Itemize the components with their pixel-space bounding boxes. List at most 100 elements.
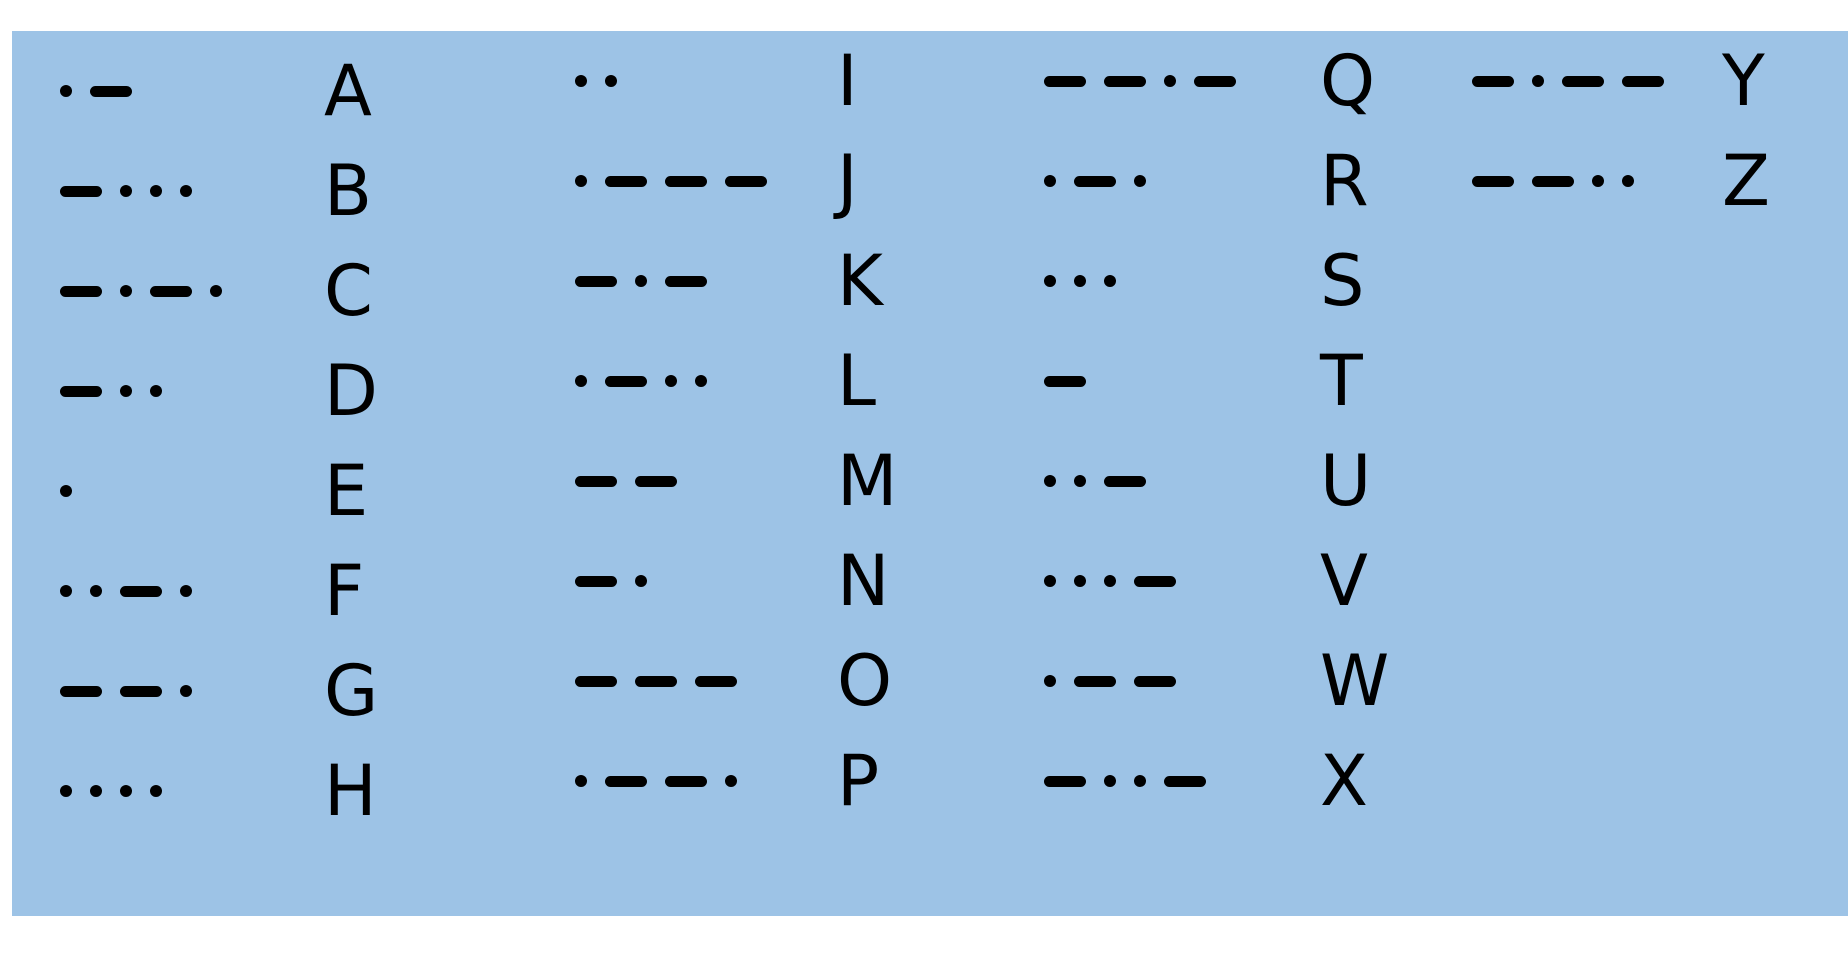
morse-dot (575, 75, 587, 87)
morse-dot (120, 785, 132, 797)
morse-dot (180, 685, 192, 697)
morse-dot (60, 585, 72, 597)
morse-entry-p: P (575, 731, 1035, 831)
morse-dot (605, 75, 617, 87)
morse-code-v (1044, 531, 1194, 631)
morse-dot (60, 785, 72, 797)
morse-entry-x: X (1044, 731, 1504, 831)
morse-entry-g: G (60, 641, 520, 741)
morse-code-y (1472, 31, 1682, 131)
morse-dot (1044, 275, 1056, 287)
morse-letter-x: X (1320, 740, 1368, 822)
morse-dot (635, 275, 647, 287)
morse-letter-o: O (837, 640, 893, 722)
morse-letter-l: L (837, 340, 876, 422)
morse-dash (90, 85, 132, 97)
morse-dot (635, 575, 647, 587)
morse-dot (1044, 175, 1056, 187)
morse-dot (90, 585, 102, 597)
morse-code-b (60, 141, 210, 241)
morse-letter-j: J (837, 140, 858, 222)
morse-entry-w: W (1044, 631, 1504, 731)
morse-dot (1074, 575, 1086, 587)
morse-entry-h: H (60, 741, 520, 841)
morse-letter-p: P (837, 740, 880, 822)
morse-dash (635, 475, 677, 487)
morse-letter-y: Y (1722, 40, 1765, 122)
morse-code-x (1044, 731, 1224, 831)
morse-code-o (575, 631, 755, 731)
morse-dot (1074, 475, 1086, 487)
morse-dot (575, 375, 587, 387)
morse-entry-a: A (60, 41, 520, 141)
morse-dash (1164, 775, 1206, 787)
morse-code-e (60, 441, 90, 541)
morse-letter-v: V (1320, 540, 1368, 622)
morse-code-n (575, 531, 665, 631)
morse-dot (695, 375, 707, 387)
morse-dot (150, 385, 162, 397)
morse-entry-d: D (60, 341, 520, 441)
morse-letter-s: S (1320, 240, 1365, 322)
morse-entry-j: J (575, 131, 1035, 231)
morse-dash (635, 675, 677, 687)
morse-dot (1592, 175, 1604, 187)
morse-dot (665, 375, 677, 387)
morse-letter-z: Z (1722, 140, 1770, 222)
morse-entry-r: R (1044, 131, 1504, 231)
morse-dash (1104, 75, 1146, 87)
morse-letter-r: R (1320, 140, 1369, 222)
morse-dash (1194, 75, 1236, 87)
morse-dot (1134, 775, 1146, 787)
morse-letter-q: Q (1320, 40, 1376, 122)
morse-dash (1532, 175, 1574, 187)
morse-letter-c: C (324, 250, 373, 332)
morse-entry-s: S (1044, 231, 1504, 331)
morse-dash (665, 275, 707, 287)
morse-dot (210, 285, 222, 297)
morse-dash (1622, 75, 1664, 87)
morse-entry-e: E (60, 441, 520, 541)
morse-entry-c: C (60, 241, 520, 341)
morse-dot (120, 185, 132, 197)
morse-dot (1104, 575, 1116, 587)
morse-dash (1044, 75, 1086, 87)
morse-dash (1134, 675, 1176, 687)
morse-dot (725, 775, 737, 787)
morse-dash (1562, 75, 1604, 87)
morse-dash (1104, 475, 1146, 487)
morse-letter-b: B (324, 150, 373, 232)
morse-letter-k: K (837, 240, 883, 322)
morse-code-i (575, 31, 635, 131)
morse-dash (1472, 175, 1514, 187)
morse-code-h (60, 741, 180, 841)
morse-dash (150, 285, 192, 297)
morse-dot (1044, 675, 1056, 687)
morse-code-q (1044, 31, 1254, 131)
morse-dash (605, 775, 647, 787)
morse-dot (1622, 175, 1634, 187)
morse-dot (1044, 575, 1056, 587)
morse-dot (150, 185, 162, 197)
morse-dot (1104, 775, 1116, 787)
morse-dash (1044, 375, 1086, 387)
morse-dash (1472, 75, 1514, 87)
morse-dash (1074, 175, 1116, 187)
morse-entry-i: I (575, 31, 1035, 131)
morse-dot (60, 85, 72, 97)
morse-dot (120, 385, 132, 397)
morse-letter-t: T (1320, 340, 1363, 422)
morse-letter-m: M (837, 440, 898, 522)
morse-dash (120, 685, 162, 697)
morse-dot (120, 285, 132, 297)
morse-dash (575, 675, 617, 687)
morse-code-j (575, 131, 785, 231)
morse-letter-w: W (1320, 640, 1390, 722)
morse-dot (575, 775, 587, 787)
morse-entry-z: Z (1472, 131, 1848, 231)
morse-letter-d: D (324, 350, 378, 432)
morse-code-t (1044, 331, 1104, 431)
morse-code-s (1044, 231, 1134, 331)
morse-dot (575, 175, 587, 187)
